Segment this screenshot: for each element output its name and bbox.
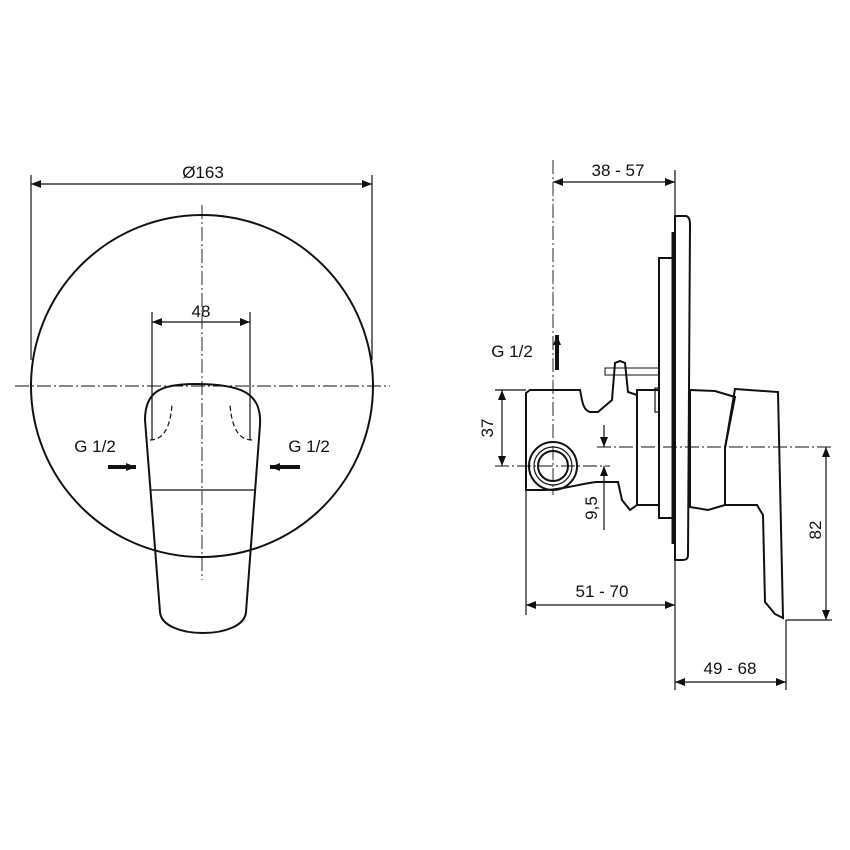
- hidden-lines: [149, 404, 253, 441]
- inlet-right-label: G 1/2: [288, 437, 330, 456]
- offset-label: 9,5: [582, 496, 601, 520]
- outlet-label: G 1/2: [491, 342, 533, 361]
- plate-backing: [658, 257, 674, 519]
- height-37-label: 37: [478, 419, 497, 438]
- inlet-left-label: G 1/2: [74, 437, 116, 456]
- handle-outline: [143, 382, 262, 634]
- depth-bottom-label: 51 - 70: [576, 582, 629, 601]
- bracket-tab: [654, 387, 660, 413]
- handle-width-label: 48: [192, 302, 211, 321]
- depth-top-label: 38 - 57: [592, 161, 645, 180]
- handle-projection-label: 49 - 68: [704, 659, 757, 678]
- inlet-connector: [528, 441, 578, 491]
- inlet-bore: [537, 450, 569, 482]
- valve-bracket: [636, 389, 660, 506]
- handle-height-label: 82: [806, 521, 825, 540]
- mounting-screw: [604, 367, 660, 376]
- cover-plate: [674, 215, 692, 561]
- diameter-label: Ø163: [182, 163, 224, 182]
- front-view: Ø163 48 G 1/2 G 1/2: [15, 163, 390, 634]
- handle-body: [689, 388, 737, 512]
- handle-lever: [724, 387, 785, 620]
- side-view: G 1/2 38 - 57 37 9,5 51 - 70 82 49 - 68: [478, 160, 832, 690]
- inlet-ring: [533, 446, 573, 486]
